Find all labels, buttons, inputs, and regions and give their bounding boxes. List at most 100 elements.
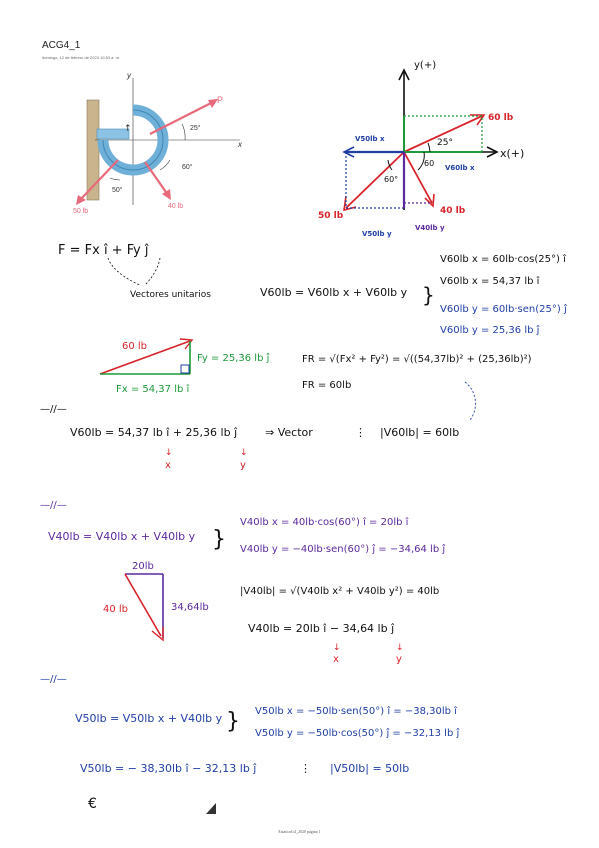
notes: F = Fx î + Fy ĵ Vectores unitarios V60lb… xyxy=(40,243,567,814)
brace-v60: } xyxy=(422,283,435,307)
fig-axis-y-label: y xyxy=(126,71,132,80)
separator-3: —//— xyxy=(40,674,67,685)
tri1-label-60: 60 lb xyxy=(122,341,147,352)
angle-25-arc xyxy=(181,123,186,141)
sketch-v40y-label: V40lb y xyxy=(415,224,445,232)
v60x-eq2: V60lb x = 54,37 lb î xyxy=(440,275,540,287)
page-title: ACG4_1 xyxy=(42,40,81,51)
unit-vector-pointer-2 xyxy=(144,257,161,286)
tri2-hyp xyxy=(124,573,162,637)
tri2-label-34: 34,64lb xyxy=(171,602,209,613)
sketch-angle-60: 60 xyxy=(424,159,434,168)
brace-v40: } xyxy=(212,527,226,552)
tri1-hyp-head xyxy=(179,338,194,350)
fr-formula: FR = √(Fx² + Fy²) = √((54,37lb)² + (25,3… xyxy=(302,354,532,365)
fig-force-50: 50 lb xyxy=(73,208,88,215)
sketch-force-40 xyxy=(403,151,433,204)
tri2-label-20: 20lb xyxy=(132,561,154,572)
sketch-angle-60b: 60° xyxy=(384,175,398,184)
y-mark-1: y xyxy=(240,460,246,471)
sketch-label-50: 50 lb xyxy=(318,211,344,221)
fig-angle-25: 25° xyxy=(190,124,201,132)
tri2-label-40: 40 lb xyxy=(103,604,128,615)
eq-resultant-f: F = Fx î + Fy ĵ xyxy=(58,243,149,258)
fig-axis-x-label: x xyxy=(237,140,243,149)
sketch-force-60-head xyxy=(470,114,486,126)
sketch-label-60: 60 lb xyxy=(488,113,514,123)
x-mark-arrow-1: ↓ xyxy=(165,448,173,458)
ring-outline xyxy=(102,109,164,171)
sketch-force-50 xyxy=(345,151,405,209)
v60x-eq1: V60lb x = 60lb·cos(25°) î xyxy=(440,253,566,265)
x-mark-arrow-2: ↓ xyxy=(333,643,341,653)
fr-pointer xyxy=(464,381,476,421)
force-p-arrowhead xyxy=(208,99,218,108)
force-p-line xyxy=(149,101,214,135)
stray-mark: € xyxy=(88,796,97,812)
tri1-label-fx: Fx = 54,37 lb î xyxy=(116,383,190,395)
sketch-arc-25 xyxy=(427,142,431,153)
v40-magnitude: |V40lb| = √(V40lb x² + V40lb y²) = 40lb xyxy=(240,586,439,597)
page-footer: EstaticaG4_2020 página 1 xyxy=(278,829,321,834)
fig-angle-50: 50° xyxy=(112,186,123,194)
tri2-hyp-head xyxy=(151,627,164,642)
sketch-angle-25: 25° xyxy=(437,138,453,148)
sketch-force-40-head xyxy=(424,193,435,208)
v50-magnitude: |V50lb| = 50lb xyxy=(330,762,409,775)
fr-result: FR = 60lb xyxy=(302,380,351,391)
v60y-eq2: V60lb y = 25,36 lb ĵ xyxy=(440,324,540,336)
v40-vector: V40lb = 20lb î − 34,64 lb ĵ xyxy=(248,622,395,635)
hook-mark: ↑ xyxy=(124,124,132,134)
angle-50-arc xyxy=(109,177,121,181)
dotted-divider-2: ⋮ xyxy=(300,762,311,775)
unit-vectors-label: Vectores unitarios xyxy=(130,290,211,300)
separator-2: —//— xyxy=(40,500,67,511)
eq-v50-components: V50lb = V50lb x + V40lb y xyxy=(75,712,223,725)
v50x-eq: V50lb x = −50lb·sen(50°) î = −38,30lb î xyxy=(255,705,457,717)
v50-vector: V50lb = − 38,30lb î − 32,13 lb ĵ xyxy=(80,762,257,775)
sketch-label-40: 40 lb xyxy=(440,206,466,216)
fig-label-p: P xyxy=(217,95,223,105)
eq-v40-components: V40lb = V40lb x + V40lb y xyxy=(48,530,196,543)
eq-v60-components: V60lb = V60lb x + V60lb y xyxy=(260,286,408,299)
v60y-eq1: V60lb y = 60lb·sen(25°) ĵ xyxy=(440,303,567,315)
unit-vector-pointer-1 xyxy=(107,257,141,286)
force-40-line xyxy=(144,161,169,196)
x-mark-2: x xyxy=(333,654,339,665)
y-mark-arrow-1: ↓ xyxy=(240,448,248,458)
force-40-arrowhead xyxy=(162,189,171,200)
sketch-v50x-label: V50lb x xyxy=(355,135,385,143)
sketch-arc-60b xyxy=(387,159,393,171)
force-50-arrowhead xyxy=(76,195,86,205)
v40y-eq: V40lb y = −40lb·sen(60°) ĵ = −34,64 lb ĵ xyxy=(240,543,445,555)
angle-60-arc xyxy=(159,159,171,171)
tri1-hypotenuse xyxy=(99,340,191,375)
sketch-arc-60 xyxy=(417,151,425,171)
brace-v50: } xyxy=(226,709,240,734)
textbook-figure: ↑ y x P 25° 60° 50° 50 lb 40 lb xyxy=(73,71,243,215)
sketch-x-arrow xyxy=(486,146,499,158)
page-timestamp: domingo, 12 de febrero de 2023 10:53 a. … xyxy=(42,55,121,60)
tri1-right-angle xyxy=(180,364,190,374)
sketch-v50y-label: V50lb y xyxy=(362,230,392,238)
stray-triangle xyxy=(206,803,216,814)
v50y-eq: V50lb y = −50lb·cos(50°) ĵ = −32,13 lb ĵ xyxy=(255,727,459,739)
sketch-v60x-label: V60lb x xyxy=(445,164,475,172)
separator-1: —//— xyxy=(40,404,67,415)
y-mark-arrow-2: ↓ xyxy=(396,643,404,653)
arrow-vector: ⇒ Vector xyxy=(265,426,313,439)
sketch-force-60 xyxy=(403,115,483,153)
sketch-x-label: x(+) xyxy=(500,147,524,160)
v40x-eq: V40lb x = 40lb·cos(60°) î = 20lb î xyxy=(240,516,409,528)
sketch-v50x-head xyxy=(342,146,355,158)
bracket-arm xyxy=(96,128,130,140)
v60-magnitude: |V60lb| = 60lb xyxy=(380,426,459,439)
vector-sketch: y(+) x(+) 60 lb 50 lb 40 lb 25° 60 60° V… xyxy=(318,60,524,238)
sketch-y-arrow xyxy=(398,68,410,81)
force-50-line xyxy=(79,159,119,201)
tri1-label-fy: Fy = 25,36 lb ĵ xyxy=(197,352,270,364)
v60-vector: V60lb = 54,37 lb î + 25,36 lb ĵ xyxy=(70,426,238,439)
sketch-y-label: y(+) xyxy=(414,60,436,71)
